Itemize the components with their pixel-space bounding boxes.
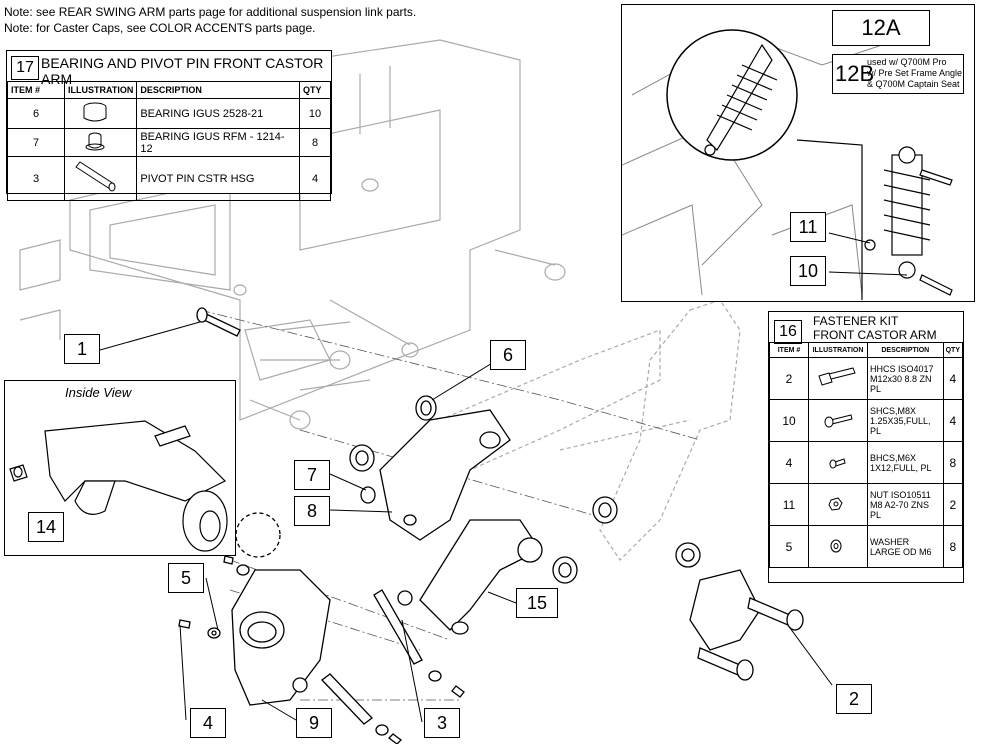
row-item: 11 <box>769 483 809 526</box>
washer-icon <box>808 525 868 568</box>
table-row: 2 HHCS ISO4017 M12x30 8.8 ZN PL 4 <box>769 357 964 400</box>
table-row: 3 PIVOT PIN CSTR HSG 4 <box>7 156 331 201</box>
inside-view-drawing <box>9 420 228 552</box>
col-illustration: ILLUSTRATION <box>63 81 138 99</box>
callout-14: 14 <box>28 512 64 542</box>
row-qty: 8 <box>299 128 331 157</box>
row-item: 6 <box>7 98 65 129</box>
fastener-kit-table: 16 FASTENER KIT FRONT CASTOR ARM ITEM # … <box>768 311 964 583</box>
row-item: 7 <box>7 128 65 157</box>
shock-absorber-drawing <box>622 29 953 300</box>
table-row: 11 NUT ISO10511 M8 A2-70 ZNS PL 2 <box>769 483 964 526</box>
table-row: 7 BEARING IGUS RFM - 1214-12 8 <box>7 128 331 157</box>
row-qty: 4 <box>299 156 331 201</box>
socket-screw-icon <box>808 399 868 442</box>
callout-3: 3 <box>424 708 460 738</box>
table-row: 4 BHCS,M6X 1X12,FULL, PL 8 <box>769 441 964 484</box>
row-item: 5 <box>769 525 809 568</box>
row-description: SHCS,M8X 1.25X35,FULL, PL <box>867 399 944 442</box>
note-12b-line: & Q700M Captain Seat <box>867 79 960 89</box>
callout-8: 8 <box>294 496 330 526</box>
bearing-pivot-pin-table: 17 BEARING AND PIVOT PIN FRONT CASTOR AR… <box>6 50 332 201</box>
table-row: 6 BEARING IGUS 2528-21 10 <box>7 98 331 129</box>
row-item: 4 <box>769 441 809 484</box>
inset-label-12b: 12B used w/ Q700M Pro w/ Pre Set Frame A… <box>832 54 964 94</box>
note-caster-caps: Note: for Caster Caps, see COLOR ACCENTS… <box>4 21 316 35</box>
row-item: 3 <box>7 156 65 201</box>
col-qty: QTY <box>942 342 964 358</box>
row-description: BEARING IGUS RFM - 1214-12 <box>136 128 300 157</box>
bearing-icon <box>63 98 138 129</box>
col-description: DESCRIPTION <box>867 342 944 358</box>
row-description: HHCS ISO4017 M12x30 8.8 ZN PL <box>867 357 944 400</box>
callout-7: 7 <box>294 460 330 490</box>
col-item: ITEM # <box>769 342 809 358</box>
nut-icon <box>808 483 868 526</box>
table-row: 5 WASHER LARGE OD M6 8 <box>769 525 964 568</box>
callout-10: 10 <box>790 256 826 286</box>
callout-9: 9 <box>296 708 332 738</box>
shock-absorber-inset <box>621 4 975 302</box>
table-number: 17 <box>11 56 39 80</box>
small-bearing-icon <box>63 128 138 157</box>
note-12b: used w/ Q700M Pro w/ Pre Set Frame Angle… <box>867 57 962 90</box>
note-rear-swing-arm: Note: see REAR SWING ARM parts page for … <box>4 5 417 19</box>
hex-bolt-icon <box>808 357 868 400</box>
row-description: NUT ISO10511 M8 A2-70 ZNS PL <box>867 483 944 526</box>
row-qty: 2 <box>942 483 964 526</box>
row-qty: 4 <box>942 357 964 400</box>
button-screw-icon <box>808 441 868 484</box>
callout-15: 15 <box>516 588 558 618</box>
note-12b-line: used w/ Q700M Pro <box>867 57 947 67</box>
inside-view-title: Inside View <box>65 385 132 400</box>
callout-5: 5 <box>168 563 204 593</box>
table-title-line: FASTENER KIT <box>813 314 899 328</box>
row-qty: 10 <box>299 98 331 129</box>
callout-11: 11 <box>790 212 826 242</box>
row-item: 10 <box>769 399 809 442</box>
callout-1: 1 <box>64 334 100 364</box>
row-description: WASHER LARGE OD M6 <box>867 525 944 568</box>
pivot-pin-icon <box>63 156 138 201</box>
table-number: 16 <box>774 320 802 344</box>
row-description: BHCS,M6X 1X12,FULL, PL <box>867 441 944 484</box>
row-item: 2 <box>769 357 809 400</box>
table-title: BEARING AND PIVOT PIN FRONT CASTOR ARM <box>41 55 324 87</box>
callout-4: 4 <box>190 708 226 738</box>
label-12b: 12B <box>835 61 875 86</box>
table-row: 10 SHCS,M8X 1.25X35,FULL, PL 4 <box>769 399 964 442</box>
callout-2: 2 <box>836 684 872 714</box>
row-qty: 8 <box>942 525 964 568</box>
note-12b-line: w/ Pre Set Frame Angle <box>867 68 963 78</box>
row-qty: 8 <box>942 441 964 484</box>
table-title-line: FRONT CASTOR ARM <box>813 328 937 342</box>
inset-label-12a: 12A <box>832 10 930 46</box>
row-description: BEARING IGUS 2528-21 <box>136 98 300 129</box>
callout-6: 6 <box>490 340 526 370</box>
row-qty: 4 <box>942 399 964 442</box>
row-description: PIVOT PIN CSTR HSG <box>136 156 300 201</box>
col-illustration: ILLUSTRATION <box>808 342 868 358</box>
table-title: FASTENER KIT FRONT CASTOR ARM <box>813 314 937 342</box>
notes: Note: see REAR SWING ARM parts page for … <box>4 4 416 36</box>
